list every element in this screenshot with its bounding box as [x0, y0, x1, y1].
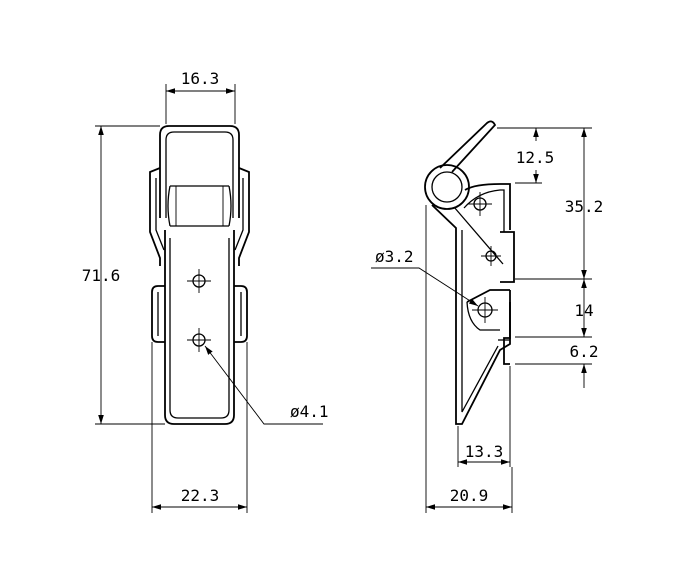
- dim-top-width: 16.3: [165, 69, 236, 124]
- front-base-clips: [151, 285, 248, 343]
- dim-lower-offset-label: 6.2: [570, 342, 599, 361]
- front-lever-body: [164, 230, 235, 425]
- leader-side-hole-label: ø3.2: [375, 247, 414, 266]
- dim-hook-width-label: 13.3: [465, 442, 504, 461]
- front-hole-upper: [187, 269, 211, 293]
- dim-top-offset-label: 12.5: [516, 148, 555, 167]
- dim-bottom-width-label: 22.3: [181, 486, 220, 505]
- side-hole-mid: [481, 246, 501, 266]
- dim-mid-height-label: 14: [574, 301, 593, 320]
- dim-upper-height: 35.2: [565, 128, 604, 279]
- front-upper-bracket: [149, 167, 250, 266]
- side-hole-lower: [472, 297, 498, 323]
- leader-front-hole: ø4.1: [204, 345, 329, 425]
- front-view: 16.3 71.6 22.3 ø4.1: [82, 69, 329, 513]
- dim-height: 71.6: [82, 125, 165, 425]
- dim-overall-width-label: 20.9: [450, 486, 489, 505]
- dim-mid-height: 14: [574, 279, 594, 337]
- front-top-hook: [159, 125, 240, 218]
- dim-hook-width: 13.3: [457, 366, 511, 467]
- dim-top-width-label: 16.3: [181, 69, 220, 88]
- dim-overall-width: 20.9: [425, 205, 513, 513]
- dim-height-label: 71.6: [82, 266, 121, 285]
- dim-top-offset: 12.5: [516, 128, 555, 183]
- leader-side-hole: ø3.2: [371, 247, 479, 307]
- side-lever-arm: [424, 120, 497, 210]
- front-hole-lower: [187, 328, 211, 352]
- dim-lower-offset: 6.2: [570, 342, 599, 388]
- dim-upper-height-label: 35.2: [565, 197, 604, 216]
- dim-bottom-width: 22.3: [151, 342, 248, 513]
- leader-front-hole-label: ø4.1: [290, 402, 329, 421]
- side-upper-bracket: [453, 183, 515, 283]
- side-hole-pivot: [468, 192, 492, 216]
- side-body-plate: [431, 204, 511, 425]
- side-view: 12.5 35.2 14 6.2 ø3.2 13.3: [371, 120, 604, 513]
